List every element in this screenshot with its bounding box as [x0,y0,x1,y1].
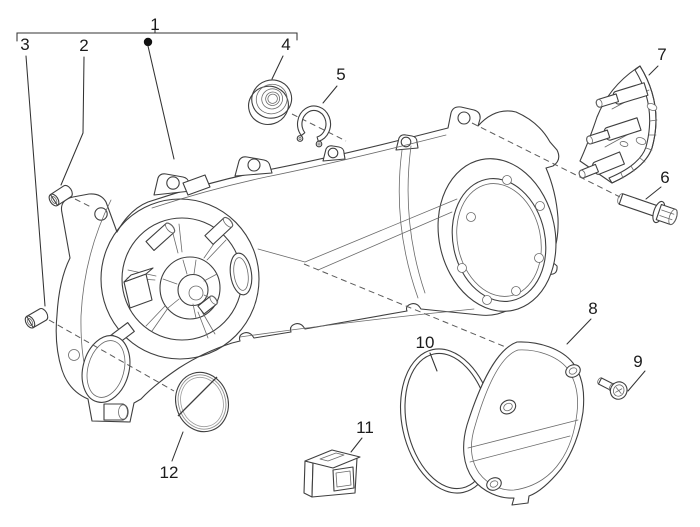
pulley-stud [204,216,234,245]
rail-inner-line [151,134,447,209]
face-panel-lines [257,198,458,271]
screw [597,377,628,400]
small-hole [68,349,80,361]
oval-opening [81,335,131,403]
inspection-cap [175,371,229,433]
dowel-pin-lower [24,307,49,329]
dowel-pin-upper [48,184,73,207]
plate-stud [595,82,649,108]
flange-bolt [617,193,678,226]
mounting-lugs [94,111,471,221]
foot-boss [103,403,129,421]
clutch-boss [398,145,557,312]
pulley-recess [100,174,260,360]
part-label-4: 4 [281,35,290,54]
side-cover [463,341,585,506]
callout-dot [143,37,153,47]
bracket-part1 [16,26,298,42]
part-label-7: 7 [657,45,666,64]
boss-block [123,174,211,309]
crankcase-cover [55,106,560,423]
part-label-9: 9 [633,352,642,371]
part-label-2: 2 [79,36,88,55]
pulley-stud [145,222,176,252]
plate-stud [586,117,642,145]
part-label-12: 12 [160,463,179,482]
callouts [16,26,662,462]
cap-face [175,371,229,433]
part-label-1: 1 [150,15,159,34]
part-label-6: 6 [660,168,669,187]
rim-bolt-bumps [457,175,545,305]
plate-stud [578,151,625,179]
part-label-8: 8 [588,299,597,318]
part-label-3: 3 [20,35,29,54]
part-label-10: 10 [416,333,435,352]
cover-silhouette [55,106,560,423]
small-oval-boss [229,252,253,296]
part-labels: 1 2 3 4 5 6 7 8 9 10 11 12 [20,15,669,482]
bottom-flange-line [239,308,475,338]
snap-ring [296,105,332,148]
part-label-11: 11 [356,418,374,437]
rubber-block [303,449,361,498]
part-label-5: 5 [336,65,345,84]
stud-plate [578,65,658,184]
bearing [248,79,293,125]
